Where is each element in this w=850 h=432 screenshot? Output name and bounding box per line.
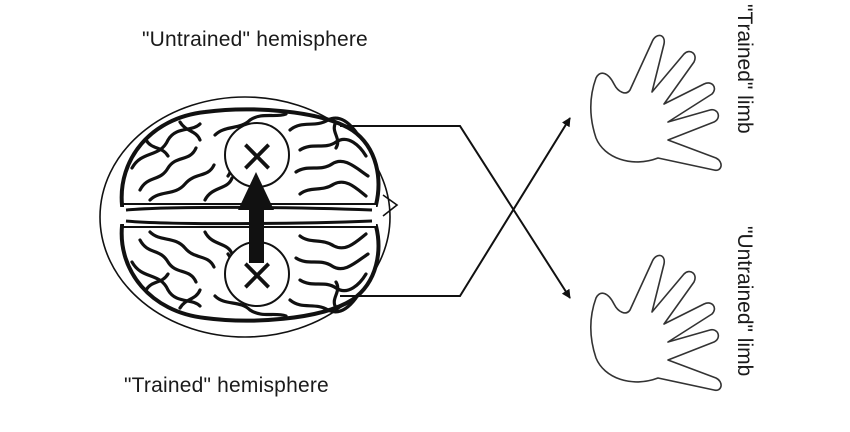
nose-outline — [382, 194, 399, 217]
left-hand-icon — [589, 254, 722, 392]
top-x-mark: × — [238, 128, 277, 182]
pathway-lower-to-upper-hand — [340, 117, 571, 297]
trained-limb-label: "Trained" limb — [733, 4, 756, 134]
transfer-arrow-shaft — [249, 205, 264, 263]
trained-hemisphere-label: "Trained" hemisphere — [124, 374, 329, 397]
lower-gyri — [130, 230, 370, 318]
untrained-limb-label: "Untrained" limb — [733, 226, 756, 377]
transfer-arrow-head — [238, 172, 274, 210]
brain-icon: × × — [119, 107, 381, 323]
right-hand-icon — [589, 34, 722, 172]
head-outline — [99, 96, 391, 338]
untrained-hemisphere-label: "Untrained" hemisphere — [142, 28, 368, 51]
pathway-upper-to-lower-hand — [340, 125, 571, 299]
upper-gyri — [130, 112, 370, 202]
